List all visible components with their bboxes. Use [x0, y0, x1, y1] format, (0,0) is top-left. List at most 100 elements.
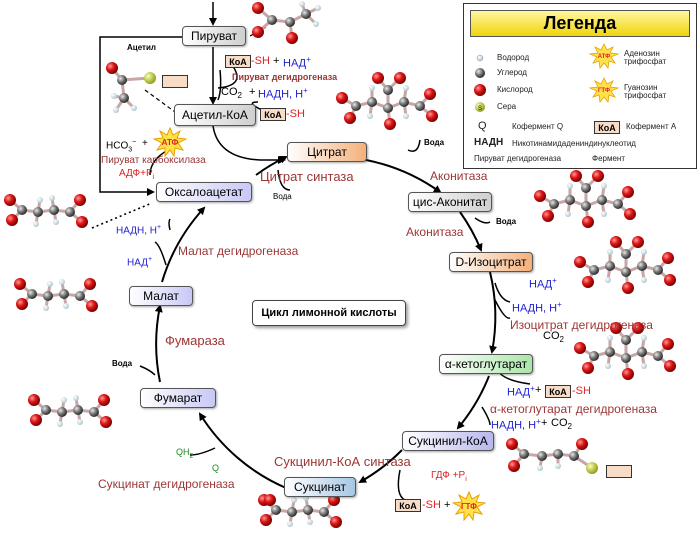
nadh-1: НАДН, Н+ [258, 86, 308, 101]
nadh-2: НАДН, Н+ [512, 300, 562, 315]
plus-5: + [541, 417, 548, 429]
isocitrate-molecule-icon [574, 236, 676, 294]
qh2-label: QH2 [176, 447, 194, 460]
legend-enzyme-example: Пируват дегидрогеназа [474, 154, 562, 163]
enzyme-succinyl-coa-synthase: Сукцинил-КоА синтаза [274, 454, 411, 469]
pyruvate-box: Пируват [182, 26, 246, 46]
acetyl-molecule-icon [106, 62, 156, 113]
co2-1: CO2 [221, 86, 242, 101]
hco3-label: HCO3− [106, 139, 137, 154]
citrate-box: Цитрат [287, 142, 367, 162]
atp-star-icon: АТФ [153, 127, 187, 157]
legend-nadh-name: Никотинамидадениндинуклеотид [512, 139, 636, 148]
atp-star-text: АТФ [162, 138, 179, 147]
alpha-kg-box: α-кетоглутарат [439, 354, 533, 374]
plus-4: + [535, 384, 542, 396]
succinate-box: Сукцинат [284, 477, 356, 497]
legend-atp-text: АТФ [598, 54, 611, 60]
nad-2: НАД+ [529, 276, 557, 291]
enzyme-pyruvate-carboxylase: Пируват карбоксилаза [101, 155, 206, 166]
enzyme-akg-dh: α-кетоглутарат дегидрогеназа [490, 402, 657, 416]
plus-2: + [249, 86, 256, 98]
gtp-star-icon: ГТФ [452, 491, 486, 521]
plus-1: + [273, 55, 280, 67]
nad-3: НАД+ [507, 384, 535, 399]
co2-3: CO2 [551, 417, 572, 432]
legend-carbon: Углерод [497, 68, 527, 77]
koa-badge-pyruvate: КоА [225, 55, 251, 68]
legend-gtp-name: Гуанозин трифосфат [624, 83, 667, 101]
co2-2: CO2 [543, 330, 564, 345]
sh-label-2: -SH [286, 108, 305, 120]
gtp-star-text: ГТФ [461, 502, 477, 511]
enzyme-aconitase-2: Аконитаза [406, 225, 464, 239]
water-1: Вода [273, 192, 292, 201]
sh-label-1: -SH [251, 55, 270, 67]
citrate-molecule-icon [336, 72, 438, 130]
q-label: Q [212, 463, 220, 473]
legend-hydrogen: Водород [497, 53, 530, 62]
sh-label-3: -SH [572, 385, 591, 397]
succinyl-coa-label: Сукцинил-КоА [408, 434, 488, 448]
pyruvate-label: Пируват [190, 29, 237, 43]
carbon-icon [475, 68, 485, 78]
succinyl-molecule-icon [506, 438, 598, 474]
nad-1: НАД+ [283, 55, 311, 70]
pyruvate-molecule-icon [252, 1, 321, 44]
sulfur-icon [475, 102, 485, 112]
water-2: Вода [424, 138, 445, 147]
succinyl-coa-box: Сукцинил-КоА [402, 431, 494, 451]
malate-molecule-icon [14, 278, 98, 312]
enzyme-citrate-synthase: Цитрат синтаза [260, 169, 354, 184]
fumarate-box: Фумарат [140, 388, 216, 408]
plus-3: + [142, 138, 148, 149]
acetyl-coa-label: Ацетил-КоА [182, 108, 248, 122]
enzyme-succinate-dh: Сукцинат дегидрогеназа [98, 477, 235, 491]
fumarate-molecule-icon [28, 394, 112, 428]
oxaloacetate-box: Оксалоацетат [156, 182, 252, 202]
legend-atp-name: Аденозин трифосфат [624, 49, 667, 67]
hydrogen-icon [476, 54, 484, 62]
water-4: Вода [112, 359, 133, 368]
acetyl-link [144, 89, 176, 113]
enzyme-fumarase: Фумараза [165, 333, 225, 348]
cis-aconitate-molecule-icon [534, 170, 636, 228]
legend-q-symbol: Q [478, 120, 487, 132]
succinate-label: Сукцинат [293, 480, 347, 494]
cis-aconitate-label: цис-Аконитат [412, 195, 488, 209]
citrate-label: Цитрат [307, 145, 347, 159]
legend-sulfur: Сера [497, 102, 517, 111]
gdf-label: ГДФ +Рi [431, 470, 467, 484]
cycle-ring [154, 155, 498, 489]
alpha-kg-molecule-icon [574, 322, 676, 380]
enzyme-malate-dh: Малат дегидрогеназа [178, 244, 299, 258]
cis-aconitate-box: цис-Аконитат [408, 192, 492, 212]
koa-badge-acetyl-molecule [162, 75, 188, 88]
acetyl-label: Ацетил [127, 43, 156, 52]
acetyl-coa-box: Ацетил-КоА [174, 104, 256, 126]
legend-oxygen: Кислород [497, 85, 533, 94]
koa-badge-succinyl-molecule [606, 465, 632, 478]
oxygen-icon [474, 84, 486, 96]
plus-6: + [444, 499, 451, 511]
water-3: Вода [496, 217, 517, 226]
adf-label-1: АДФ+Рi [119, 168, 155, 182]
enzyme-isocitrate-dh: Изоцитрат дегидрогеназа [510, 318, 653, 332]
enzyme-pyruvate-dh: Пируват дегидрогеназа [232, 72, 338, 82]
legend-icons: S АТФ ГТФ [474, 43, 620, 112]
oxaloacetate-label: Оксалоацетат [164, 185, 244, 199]
oxaloacetate-molecule-icon [4, 194, 88, 228]
legend-atp-icon [588, 43, 620, 69]
enzyme-aconitase-1: Аконитаза [430, 169, 488, 183]
sh-label-4: -SH [422, 499, 441, 511]
koa-badge-acetyl: КоА [260, 108, 286, 121]
koa-badge-akg: КоА [545, 385, 571, 398]
molecule-models [4, 1, 676, 528]
isocitrate-label: D-Изоцитрат [455, 255, 527, 269]
legend-enzyme-name: Фермент [592, 154, 626, 163]
diagram-title: Цикл лимонной кислоты [252, 300, 406, 326]
nadh-4: НАДН, Н+ [116, 224, 162, 237]
oxaloacetate-link [91, 202, 153, 229]
alpha-kg-label: α-кетоглутарат [444, 357, 528, 371]
